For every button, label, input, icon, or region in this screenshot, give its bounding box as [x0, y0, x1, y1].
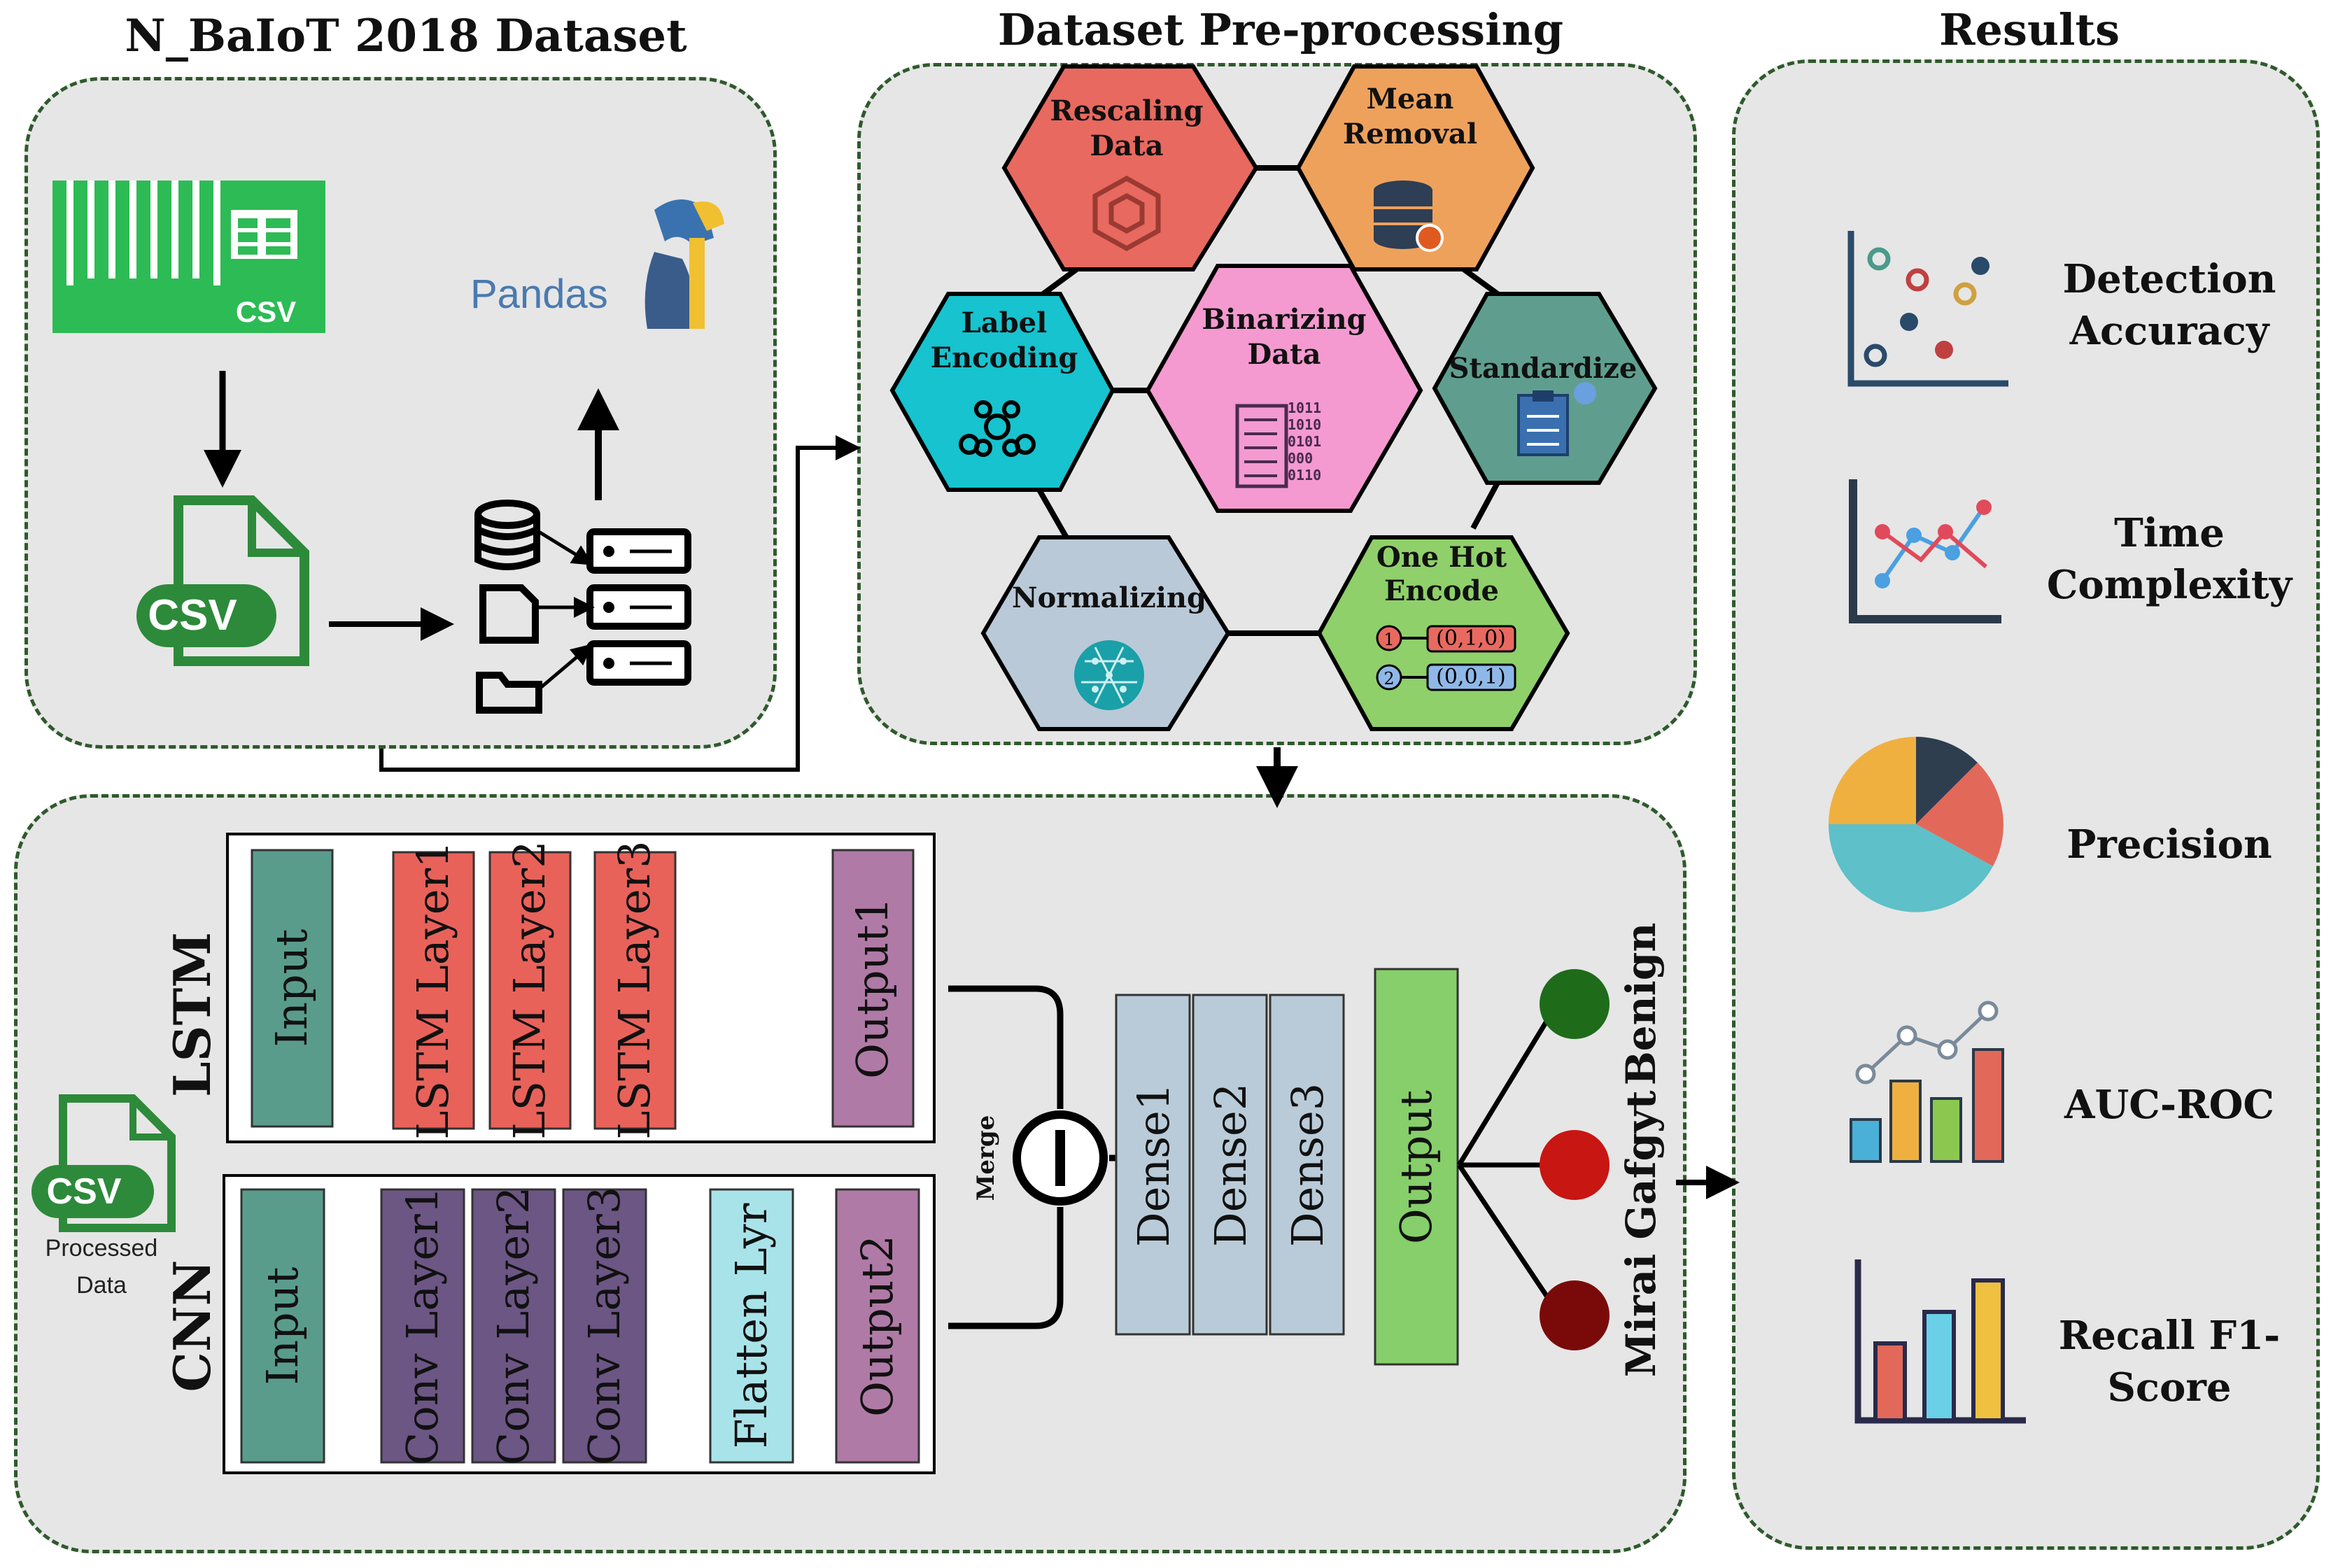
- svg-text:Flatten Lyr: Flatten Lyr: [726, 1203, 777, 1448]
- hex-connectors: [1013, 165, 1500, 636]
- svg-text:Processed: Processed: [45, 1235, 158, 1262]
- svg-text:1011: 1011: [1288, 400, 1321, 416]
- svg-text:One Hot: One Hot: [1376, 541, 1507, 574]
- svg-text:Rescaling: Rescaling: [1050, 94, 1204, 127]
- pandas-logo-icon: Pandas: [470, 199, 724, 329]
- svg-text:Output2: Output2: [852, 1235, 903, 1417]
- result-label-time-complexity: Time Complexity: [2046, 510, 2293, 608]
- svg-text:Binarizing: Binarizing: [1202, 303, 1366, 336]
- lstm-branch-label: LSTM: [162, 932, 222, 1097]
- mean-removal-hex: Mean Removal: [1295, 64, 1535, 271]
- svg-text:Dense1: Dense1: [1128, 1083, 1179, 1247]
- results-section-title: Results: [1938, 4, 2120, 55]
- svg-text:LSTM Layer1: LSTM Layer1: [407, 840, 458, 1139]
- spreadsheet-csv-text: CSV: [236, 295, 296, 328]
- cnn-branch-label: CNN: [162, 1260, 222, 1392]
- mirai-label: Mirai: [1617, 1254, 1665, 1377]
- processed-data-csv-icon: CSV Processed Data: [31, 1094, 176, 1299]
- svg-text:Standardize: Standardize: [1449, 352, 1638, 385]
- cube-icon: [1092, 175, 1161, 252]
- rescaling-data-hex: Rescaling Data: [1001, 64, 1259, 271]
- csv-file-text: CSV: [148, 591, 237, 640]
- standardize-hex: Standardize: [1432, 292, 1658, 485]
- svg-text:Dense3: Dense3: [1282, 1083, 1333, 1247]
- svg-text:Label: Label: [962, 306, 1048, 339]
- svg-text:0110: 0110: [1288, 467, 1321, 483]
- label-encoding-hex: Label Encoding: [889, 292, 1115, 492]
- normalizing-hex: Normalizing: [980, 535, 1231, 731]
- network-nodes-icon: [959, 400, 1036, 457]
- svg-text:Normalizing: Normalizing: [1012, 581, 1206, 614]
- final-output-box: Output: [1374, 968, 1459, 1366]
- connector-dataset-to-preprocessing: [379, 435, 861, 772]
- clipboard-check-icon: [1517, 382, 1596, 456]
- one-hot-encode-hex: One Hot Encode 1 (0,1,0) 2 (0,0,1): [1316, 535, 1570, 731]
- preprocessing-section-title: Dataset Pre-processing: [997, 4, 1564, 55]
- svg-text:(0,1,0): (0,1,0): [1436, 626, 1506, 651]
- result-label-recall-f1-score: Recall F1- Score: [2058, 1313, 2281, 1411]
- dataset-section-title: N_BaIoT 2018 Dataset: [125, 10, 687, 62]
- results-panel: [1732, 59, 2320, 1550]
- dense-layers: Dense1 Dense2 Dense3: [1115, 994, 1345, 1336]
- result-label-precision: Precision: [2066, 821, 2272, 868]
- spreadsheet-csv-icon: CSV: [52, 181, 325, 333]
- svg-text:Conv Layer3: Conv Layer3: [579, 1187, 630, 1465]
- pandas-label: Pandas: [470, 271, 608, 317]
- benign-label: Benign: [1617, 923, 1665, 1086]
- bar-chart-icon: [1854, 1259, 2026, 1424]
- one-hot-row-2: 2 (0,0,1): [1376, 663, 1516, 691]
- data-sources-icon: [474, 500, 542, 714]
- svg-text:Data: Data: [76, 1272, 127, 1299]
- scatter-plot-icon: [1847, 231, 2008, 387]
- merge-node: Merge: [972, 1110, 1108, 1206]
- database-icon: [1374, 181, 1444, 252]
- result-label-auc-roc: AUC-ROC: [2064, 1082, 2274, 1128]
- svg-text:LSTM Layer2: LSTM Layer2: [504, 840, 555, 1139]
- svg-text:Dense2: Dense2: [1205, 1083, 1256, 1247]
- pie-chart-icon: [1828, 737, 2003, 912]
- svg-text:Conv Layer2: Conv Layer2: [488, 1187, 539, 1465]
- globe-network-icon: [1074, 640, 1144, 710]
- svg-text:(0,0,1): (0,0,1): [1436, 665, 1506, 689]
- svg-text:LSTM Layer3: LSTM Layer3: [609, 840, 660, 1139]
- svg-text:Removal: Removal: [1343, 118, 1477, 150]
- svg-text:Conv Layer1: Conv Layer1: [397, 1187, 448, 1465]
- gafgyt-label: Gafgyt: [1617, 1090, 1665, 1239]
- svg-text:0101: 0101: [1288, 433, 1321, 450]
- benign-node: [1540, 969, 1610, 1039]
- binary-document-icon: 1011 1010 0101 000 0110: [1235, 400, 1321, 488]
- gafgyt-node: [1540, 1130, 1610, 1200]
- lstm-layers: Input LSTM Layer1 LSTM Layer2 LSTM Layer…: [251, 840, 915, 1140]
- svg-text:Output: Output: [1390, 1090, 1442, 1244]
- svg-text:Encoding: Encoding: [931, 341, 1078, 374]
- svg-text:Input: Input: [266, 928, 317, 1047]
- svg-text:CSV: CSV: [47, 1171, 122, 1212]
- svg-text:Data: Data: [1090, 129, 1164, 162]
- class-connectors: [1457, 1006, 1557, 1310]
- bar-line-chart-icon: [1850, 1001, 2004, 1163]
- svg-text:Encode: Encode: [1384, 574, 1499, 607]
- svg-text:Input: Input: [257, 1266, 308, 1385]
- mirai-node: [1540, 1280, 1610, 1350]
- svg-text:Merge: Merge: [972, 1115, 1000, 1201]
- svg-text:Output1: Output1: [847, 897, 898, 1079]
- svg-text:Data: Data: [1248, 338, 1321, 371]
- svg-text:1010: 1010: [1288, 416, 1321, 433]
- result-label-detection-accuracy: Detection Accuracy: [2062, 256, 2276, 354]
- csv-file-icon: CSV: [136, 495, 309, 666]
- server-stack-icon: [537, 528, 691, 691]
- binarizing-data-hex: Binarizing Data 1011 1010 0101 000 0110: [1145, 264, 1423, 513]
- line-chart-icon: [1849, 479, 2001, 623]
- svg-text:2: 2: [1383, 669, 1394, 688]
- cnn-layers: Input Conv Layer1 Conv Layer2 Conv Layer…: [240, 1187, 920, 1465]
- lstm-branch-frame: [226, 833, 936, 1143]
- svg-text:000: 000: [1288, 450, 1313, 467]
- svg-text:1: 1: [1383, 630, 1394, 649]
- svg-text:Mean: Mean: [1367, 83, 1454, 115]
- one-hot-row-1: 1 (0,1,0): [1376, 625, 1516, 653]
